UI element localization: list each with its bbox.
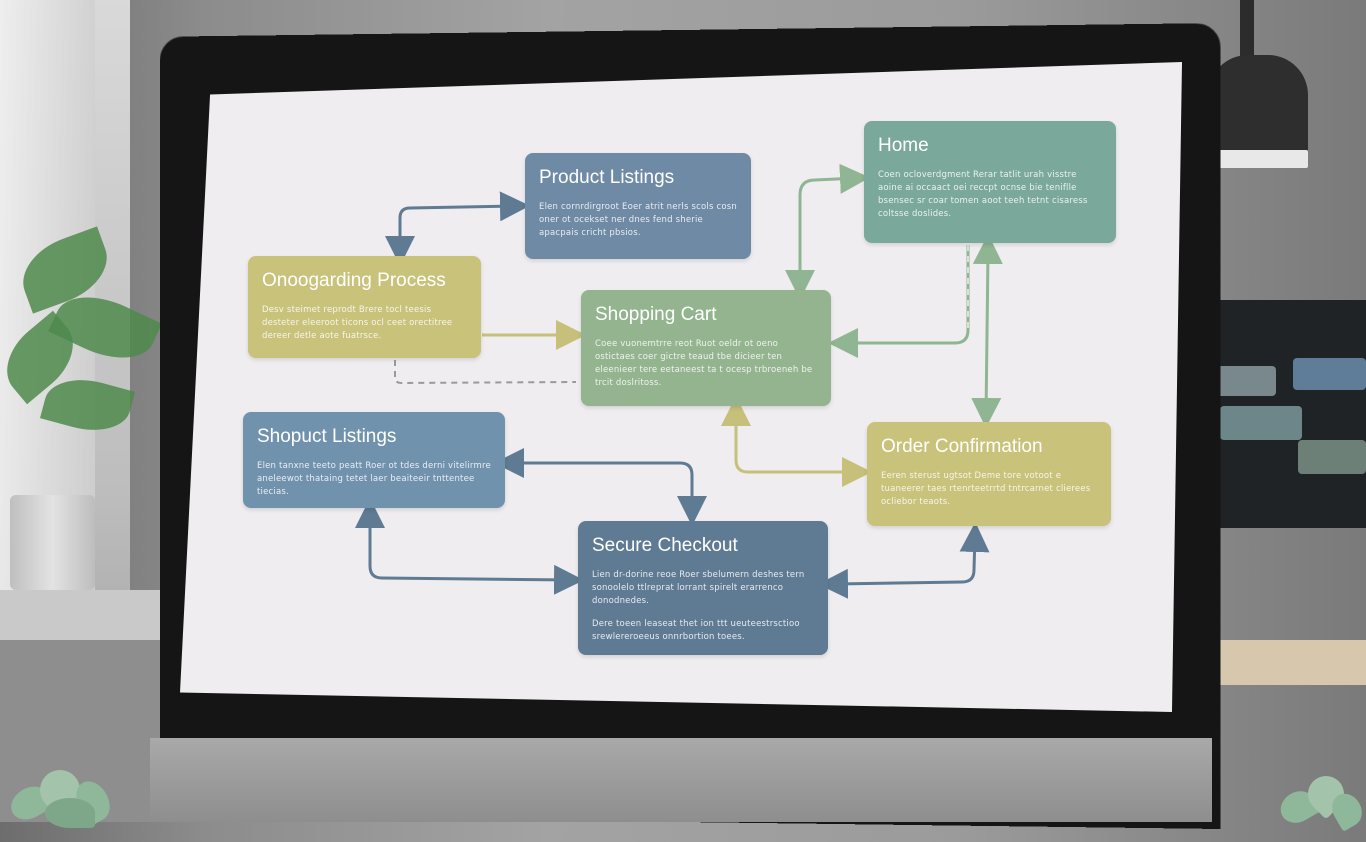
node-title: Home [878, 135, 929, 156]
succulent-plant-right [1270, 762, 1366, 842]
node-shopping-cart[interactable]: Shopping Cart Coee vuonemtrre reot Ruot … [581, 290, 831, 406]
node-title: Product Listings [539, 167, 675, 188]
node-description: Elen cornrdirgroot Eoer atrit nerls scol… [539, 202, 737, 238]
background-shelf [0, 590, 170, 640]
node-title: Secure Checkout [592, 535, 738, 556]
node-title: Shopuct Listings [257, 426, 397, 447]
node-order-confirmation[interactable]: Order Confirmation Eeren sterust ugtsot … [867, 422, 1111, 526]
node-product-listings[interactable]: Product Listings Elen cornrdirgroot Eoer… [525, 153, 751, 259]
node-onboarding-process[interactable]: Onoogarding Process Desv steimet reprodt… [248, 256, 481, 358]
lamp-rim [1208, 150, 1308, 168]
node-home[interactable]: Home Coen ocloverdgment Rerar tatlit ura… [864, 121, 1116, 243]
node-description: Coee vuonemtrre reot Ruot oeldr ot oeno … [595, 339, 813, 388]
node-title: Onoogarding Process [262, 270, 446, 291]
node-description: Elen tanxne teeto peatt Roer ot tdes der… [257, 461, 491, 497]
background-monitor [1198, 300, 1366, 528]
lamp-cord [1240, 0, 1254, 60]
node-description-secondary: Dere toeen leaseat thet ion ttt ueuteest… [592, 619, 800, 642]
node-description: Lien dr-dorine reoe Roer sbelumern deshe… [592, 570, 805, 606]
node-secure-checkout[interactable]: Secure Checkout Lien dr-dorine reoe Roer… [578, 521, 828, 655]
node-description: Desv steimet reprodt Brere tocl teesis d… [262, 305, 453, 341]
succulent-plant-left [0, 748, 140, 828]
pendant-lamp [1208, 55, 1308, 155]
node-description: Eeren sterust ugtsot Deme tore votoot e … [881, 471, 1091, 507]
monitor-chin [150, 738, 1212, 822]
node-shopuct-listings[interactable]: Shopuct Listings Elen tanxne teeto peatt… [243, 412, 505, 508]
background-desk [1195, 640, 1366, 685]
node-title: Order Confirmation [881, 436, 1043, 457]
node-description: Coen ocloverdgment Rerar tatlit urah vis… [878, 170, 1088, 219]
node-title: Shopping Cart [595, 304, 717, 325]
plant-pot [10, 495, 95, 590]
